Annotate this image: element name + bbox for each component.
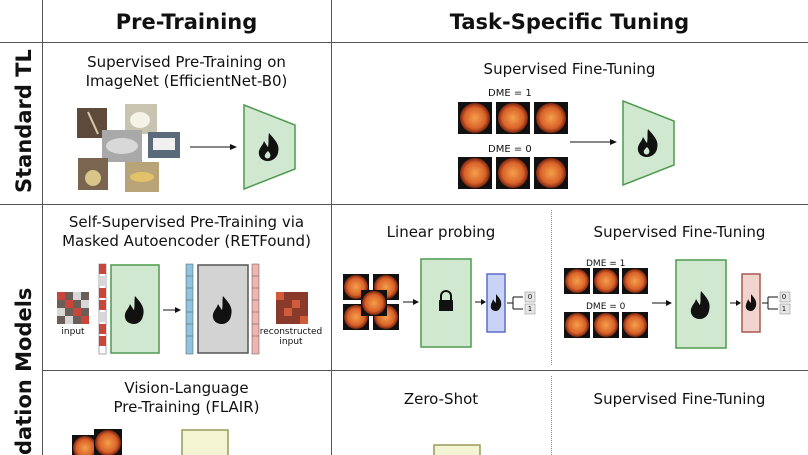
standard-finetune-arrow	[570, 139, 617, 145]
lock-icon	[439, 290, 453, 311]
text-encoder	[181, 429, 229, 455]
mae-reconstructed-label: reconstructed input	[259, 327, 323, 347]
fire-icon	[690, 291, 710, 319]
divider-zeroshot-finetune	[551, 376, 552, 455]
mae-dme1-label: DME = 1	[586, 259, 626, 269]
grid-line-header	[0, 42, 808, 43]
mae-input-label: input	[61, 327, 85, 337]
standard-finetune-model	[622, 99, 675, 187]
fire-icon	[212, 296, 232, 324]
ft-output-class-1	[779, 303, 791, 315]
standard-finetune-title: Supervised Fine-Tuning	[483, 60, 656, 78]
vl-pretrain-title: Vision-Language Pre-Training (FLAIR)	[113, 379, 260, 416]
grid-line-row2	[42, 370, 808, 371]
standard-dme1-label: DME = 1	[488, 88, 532, 99]
row-label-foundation-models: dation Models	[12, 287, 36, 455]
latent-tokens	[185, 263, 194, 355]
mae-dme0-label: DME = 0	[586, 302, 626, 312]
standard-pretrain-title: Supervised Pre-Training on ImageNet (Eff…	[85, 53, 288, 90]
mae-finetune-pipeline	[564, 259, 791, 349]
vl-pretrain-visual	[72, 429, 229, 455]
grid-line-mid	[331, 0, 332, 455]
grid-line-row1	[0, 204, 808, 205]
zero-shot-visual	[433, 444, 481, 455]
linear-probing-title: Linear probing	[386, 223, 496, 241]
mae-pretrain-title: Self-Supervised Pre-Training via Masked …	[62, 213, 311, 250]
linear-probing-pipeline	[343, 258, 536, 348]
mae-pipeline	[57, 263, 308, 355]
output-class-1	[524, 303, 536, 315]
output-tokens	[251, 263, 260, 355]
ft-output-class-0	[779, 291, 791, 303]
standard-fundus-images	[458, 102, 568, 189]
masked-input-patches	[57, 292, 89, 324]
fire-icon	[745, 294, 757, 311]
zero-shot-text-encoder	[433, 444, 481, 455]
ft-output-label-0: 0	[781, 293, 787, 301]
fire-icon	[490, 294, 502, 311]
reconstructed-patches	[276, 292, 308, 324]
vl-finetune-title: Supervised Fine-Tuning	[593, 390, 766, 408]
header-task-specific-tuning: Task-Specific Tuning	[449, 10, 690, 34]
efficientnet-model	[243, 103, 296, 191]
grid-line-left	[42, 0, 43, 455]
zero-shot-title: Zero-Shot	[403, 390, 479, 408]
header-pretraining: Pre-Training	[115, 10, 258, 34]
fire-icon	[124, 296, 144, 324]
output-class-0	[524, 291, 536, 303]
fire-icon	[258, 133, 279, 161]
imagenet-samples	[77, 104, 180, 192]
ft-output-label-1: 1	[781, 305, 787, 313]
linear-output-label-0: 0	[527, 293, 533, 301]
fire-icon	[637, 129, 658, 157]
mae-finetune-title: Supervised Fine-Tuning	[593, 223, 766, 241]
divider-linear-finetune	[551, 210, 552, 365]
patch-tokens	[98, 263, 107, 355]
standard-dme0-label: DME = 0	[488, 144, 532, 155]
linear-output-label-1: 1	[527, 305, 533, 313]
standard-pretrain-arrow	[190, 144, 237, 150]
row-label-standard-tl: Standard TL	[12, 49, 36, 193]
